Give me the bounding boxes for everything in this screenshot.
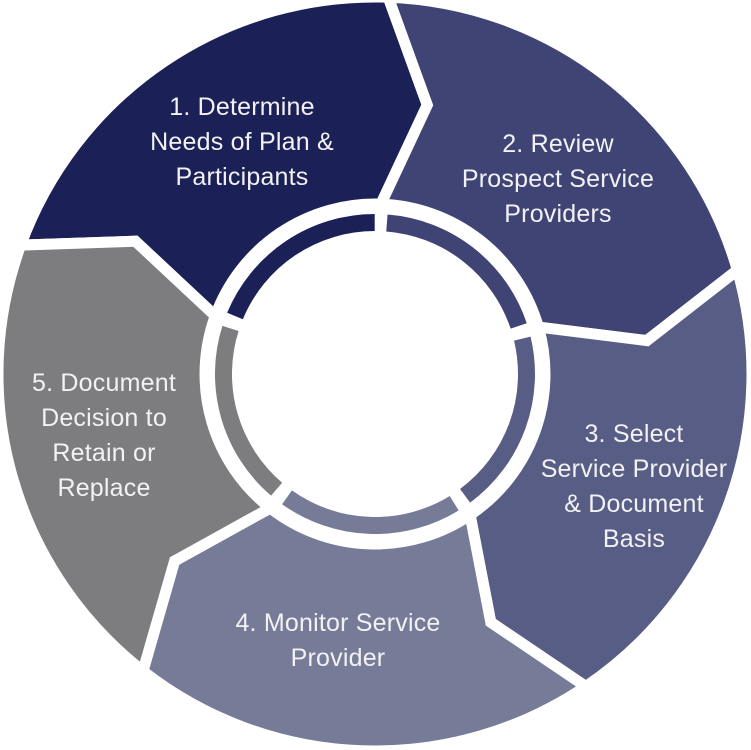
segment-2-inner-arc [386, 214, 527, 329]
segment-5-inner-arc [215, 325, 283, 496]
segment-2-wedge [372, 0, 744, 347]
segment-5-wedge [0, 235, 281, 681]
segment-3-inner-arc [459, 336, 535, 503]
segment-1-inner-arc [227, 214, 375, 320]
inner-accent-ring [215, 214, 535, 534]
segment-4-inner-arc [282, 490, 459, 534]
segment-4-wedge [136, 501, 596, 750]
segment-3-wedge [464, 260, 751, 694]
